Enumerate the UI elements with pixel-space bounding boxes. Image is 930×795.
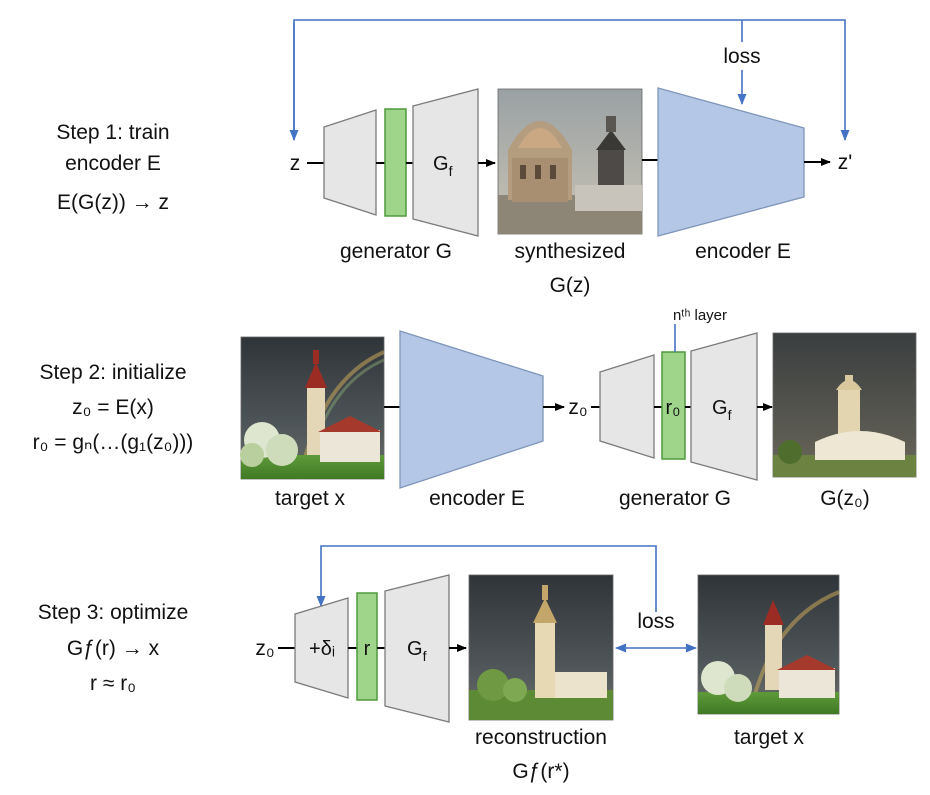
step3-recon-caption-line1: reconstruction	[475, 726, 607, 749]
step3-recon-caption-line2: Gƒ(r*)	[512, 760, 569, 783]
step2-caption-line3: r₀ = gₙ(…(g₁(z₀)))	[33, 431, 194, 454]
step1-synthesized-image	[497, 88, 643, 235]
step3-reconstruction-image	[468, 574, 614, 721]
step3-loss-label: loss	[637, 610, 674, 633]
step2-caption: Step 2: initialize z₀ = E(x) r₀ = gₙ(…(g…	[33, 361, 194, 454]
step3-caption-line2: Gƒ(r) → x	[67, 637, 160, 660]
step1-gf-block	[412, 88, 479, 237]
step1-input-z: z	[290, 152, 301, 175]
step3-delta-block	[294, 597, 349, 699]
step3-layer-block	[356, 592, 378, 701]
step3-latent-z0: z₀	[255, 637, 274, 660]
step3-r-label: r	[364, 638, 371, 660]
step2-r0-label: r₀	[666, 397, 681, 419]
step2-target-image	[240, 336, 385, 480]
step1-encoder-block	[657, 87, 805, 237]
step2-output-label: G(z₀)	[820, 487, 870, 510]
step1-encoder-label: encoder E	[695, 240, 791, 263]
step2-gf-label: Gf	[712, 397, 732, 423]
step1-generator-label: generator G	[340, 240, 452, 263]
step1-caption-line2: encoder E	[65, 152, 161, 175]
step1-gf-label: Gf	[433, 153, 453, 179]
step3-delta-label: +δᵢ	[309, 638, 335, 660]
step3-caption-line3: r ≈ r₀	[90, 672, 136, 695]
step1-caption: Step 1: train encoder E E(G(z)) → z	[56, 121, 169, 214]
step2-encoder-label: encoder E	[429, 487, 525, 510]
step2-caption-line2: z₀ = E(x)	[72, 396, 154, 419]
step1-caption-line1: Step 1: train	[56, 121, 169, 144]
step1-layer-block	[384, 108, 407, 217]
step3-gf-label: Gf	[407, 638, 427, 664]
step2-generator-label: generator G	[619, 487, 731, 510]
step2-layer-note: nᵗʰ layer	[673, 307, 727, 324]
step2-layer-block	[661, 351, 686, 460]
step1-loss-label: loss	[723, 45, 760, 68]
step1-caption-line3: E(G(z)) → z	[57, 191, 169, 214]
step2-target-label: target x	[275, 487, 346, 510]
step3-gf-block	[384, 574, 450, 723]
step3-target-label: target x	[734, 726, 805, 749]
step3-loss-loop	[316, 545, 657, 612]
step2-caption-line1: Step 2: initialize	[39, 361, 186, 384]
step2-generator-front-block	[599, 354, 655, 459]
step1-synth-caption-line1: synthesized	[515, 240, 626, 263]
step3-target-image	[697, 574, 840, 715]
step3-caption-line1: Step 3: optimize	[38, 601, 189, 624]
step2-latent-z0: z₀	[568, 396, 587, 419]
step1-generator-front-block	[323, 109, 377, 216]
step2-output-image	[772, 332, 917, 478]
step1-output-zprime: z'	[838, 151, 853, 174]
step3-caption: Step 3: optimize Gƒ(r) → x r ≈ r₀	[38, 601, 189, 695]
step1-synth-caption-line2: G(z)	[550, 274, 591, 297]
step2-gf-block	[690, 332, 758, 481]
step2-encoder-block	[399, 330, 544, 489]
